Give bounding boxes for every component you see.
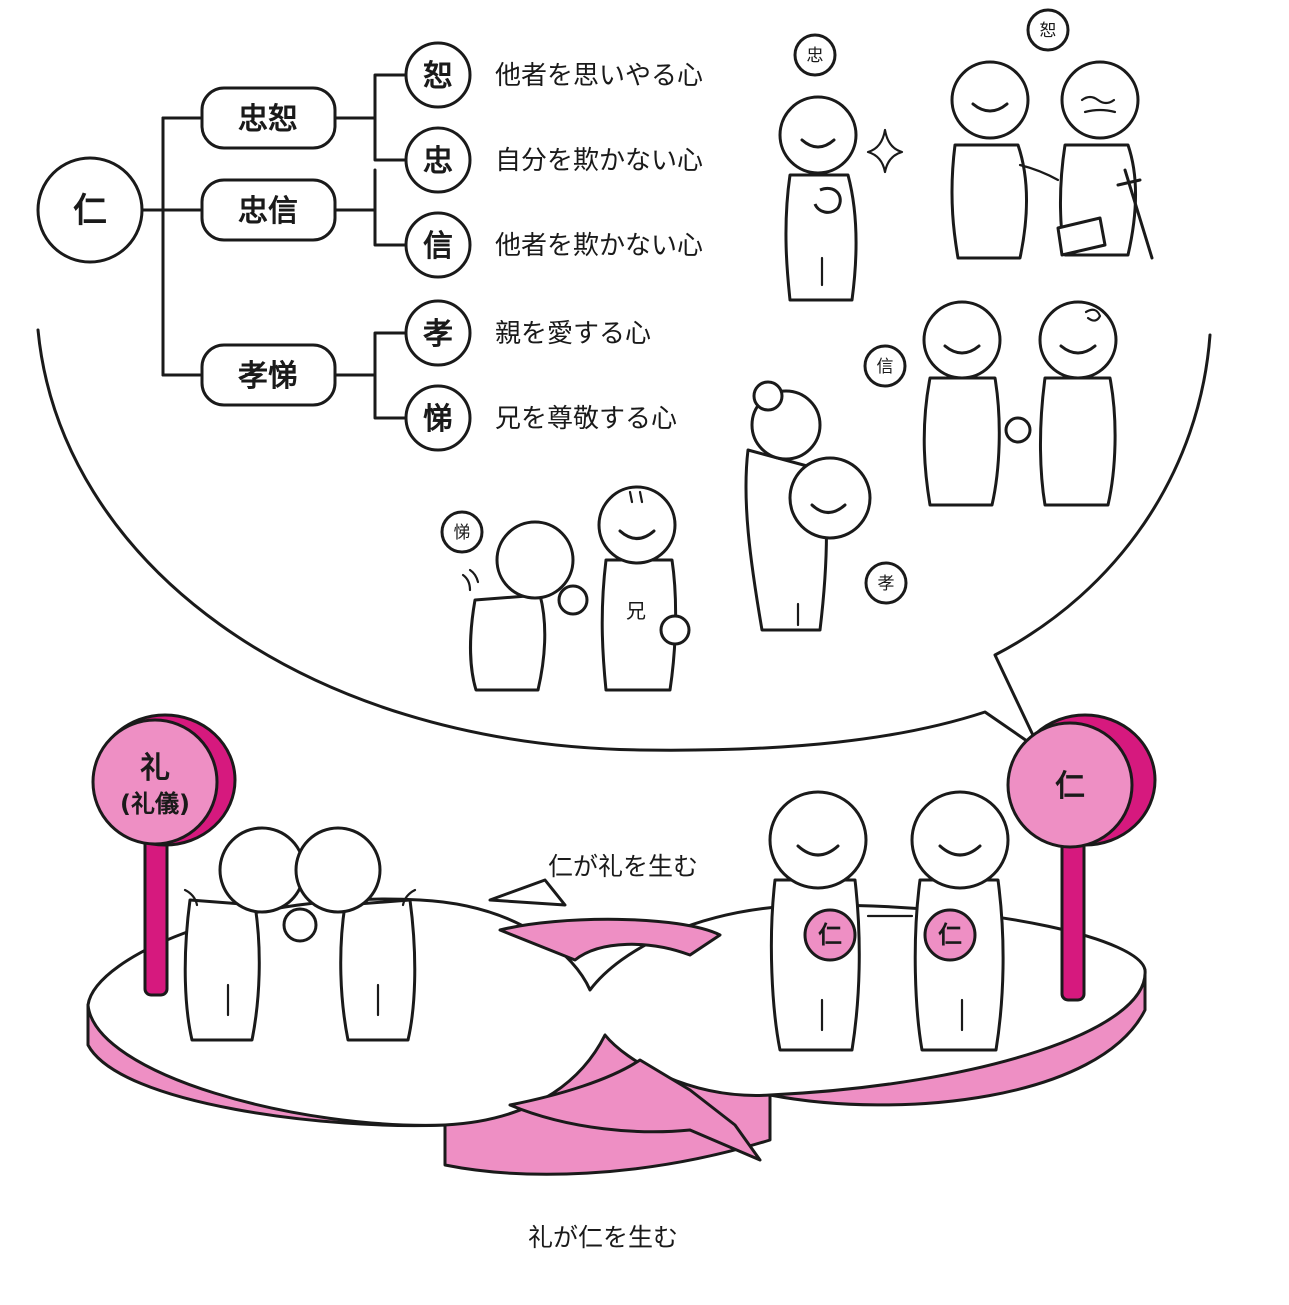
illustration-shin: 信 [863,300,1118,507]
sign-jin: 仁 [1006,713,1157,1002]
branch-chushin: 忠信 [200,178,337,242]
bowing-figures [183,826,417,1042]
leaf-jo: 恕 他者を思いやる心 [404,41,703,109]
illustration-chu: 忠 [778,33,904,302]
leaf-desc: 他者を思いやる心 [495,61,703,91]
smiling-figures: 仁 仁 [768,790,1010,1052]
branch-label: 忠恕 [238,102,298,137]
branch-label: 孝悌 [238,359,298,394]
sign-rei: 礼 (礼儀) [91,713,237,997]
leaf-desc: 他者を欺かない心 [495,231,703,261]
leaf-desc: 兄を尊敬する心 [495,404,677,434]
branch-kotei: 孝悌 [200,343,337,407]
leaf-chu: 忠 自分を欺かない心 [404,126,703,194]
root-label: 仁 [73,191,107,231]
tag-chu: 忠 [807,46,824,66]
leaf-char: 信 [423,229,453,264]
arrow-top-label: 仁が礼を生む [548,852,698,881]
branch-label: 忠信 [238,194,298,229]
leaf-char: 忠 [423,144,453,179]
sign-rei-main: 礼 [140,751,170,786]
tag-jo: 恕 [1040,21,1057,41]
concept-tree: 仁 忠恕 忠信 孝悌 恕 他者を思いやる心 忠 自分を欺かない心 信 [36,41,703,452]
leaf-desc: 自分を欺かない心 [495,146,703,176]
leaf-desc: 親を愛する心 [495,319,651,349]
sign-jin-label: 仁 [1055,769,1085,804]
tag-shin: 信 [877,357,894,377]
branch-chujo: 忠恕 [200,86,337,150]
chest-badge-label: 仁 [818,921,842,949]
leaf-char: 恕 [423,59,453,94]
illustration-ko: 孝 [744,380,908,632]
illustration-jo: 恕 [950,8,1154,260]
tag-tei: 悌 [454,523,471,543]
speech-bubble [36,328,1212,752]
chest-badge-left: 仁 [803,908,857,962]
tag-ko: 孝 [878,574,895,594]
leaf-char: 孝 [423,317,453,352]
sign-rei-sub: (礼儀) [120,790,190,818]
sparkle-icon [866,128,904,174]
shirt-label: 兄 [626,599,646,623]
illustration-tei: 悌 兄 [440,485,691,692]
leaf-tei: 悌 兄を尊敬する心 [404,384,677,452]
leaf-shin: 信 他者を欺かない心 [404,211,703,279]
arrow-bottom-label: 礼が仁を生む [528,1223,678,1252]
chest-badge-right: 仁 [923,908,977,962]
root-node: 仁 [36,156,144,264]
chest-badge-label: 仁 [938,921,962,949]
leaf-char: 悌 [423,402,453,437]
leaf-ko: 孝 親を愛する心 [404,299,651,367]
